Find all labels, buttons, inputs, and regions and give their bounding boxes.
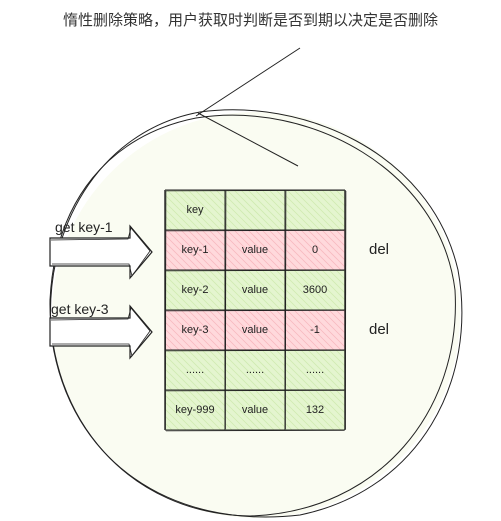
- table-cell: key-3: [182, 324, 209, 336]
- table-row-line-sketch: [165, 390, 345, 392]
- table-col-line-sketch: [285, 190, 287, 430]
- table-row-line-sketch: [165, 430, 345, 432]
- table-row-line-sketch: [165, 310, 345, 312]
- table-col-line-sketch: [165, 190, 167, 430]
- table-cell: key-2: [182, 284, 209, 296]
- arrow-get-key-1: get key-1: [49, 219, 153, 280]
- table-cell: 3600: [303, 284, 327, 296]
- table-cell: 132: [306, 404, 324, 416]
- table-cell: value: [242, 284, 268, 296]
- arrow-label: get key-3: [51, 301, 109, 317]
- table-cell: value: [242, 324, 268, 336]
- arrow-shape-sketch: [50, 307, 151, 357]
- table-cell: 0: [312, 244, 318, 256]
- table-cell: ......: [306, 364, 324, 376]
- arrow-get-key-3: get key-3: [49, 301, 153, 360]
- table-row-line-sketch: [165, 270, 345, 272]
- table-cell: key-999: [175, 404, 214, 416]
- header-cell: key: [186, 204, 204, 216]
- table-cell: value: [242, 244, 268, 256]
- header-cell-bg: [225, 190, 285, 230]
- table-col-line-sketch: [345, 190, 347, 430]
- diagram-title: 惰性删除策略，用户获取时判断是否到期以决定是否删除: [62, 11, 438, 29]
- table-cell: value: [242, 404, 268, 416]
- key-table: key key-1 value 0 key-2 value 3600 key-3 value -1…: [164, 189, 347, 432]
- table-cell: -1: [310, 324, 320, 336]
- circle-tail-lower: [197, 112, 299, 167]
- arrow-label: get key-1: [55, 219, 113, 235]
- table-row-line-sketch: [165, 350, 345, 352]
- table-cell: ......: [186, 364, 204, 376]
- status-label-del: del: [369, 321, 389, 338]
- table-cell: ......: [246, 364, 264, 376]
- table-col-line-sketch: [225, 190, 227, 430]
- status-label-del: del: [369, 241, 389, 258]
- arrow-shape-sketch: [50, 227, 151, 277]
- header-cell-bg: [285, 190, 345, 230]
- circle-tail-upper: [195, 47, 301, 117]
- table-row-line-sketch: [165, 230, 345, 232]
- table-cell: key-1: [182, 244, 209, 256]
- table-row-line-sketch: [165, 190, 345, 192]
- status-labels: del del: [369, 241, 389, 338]
